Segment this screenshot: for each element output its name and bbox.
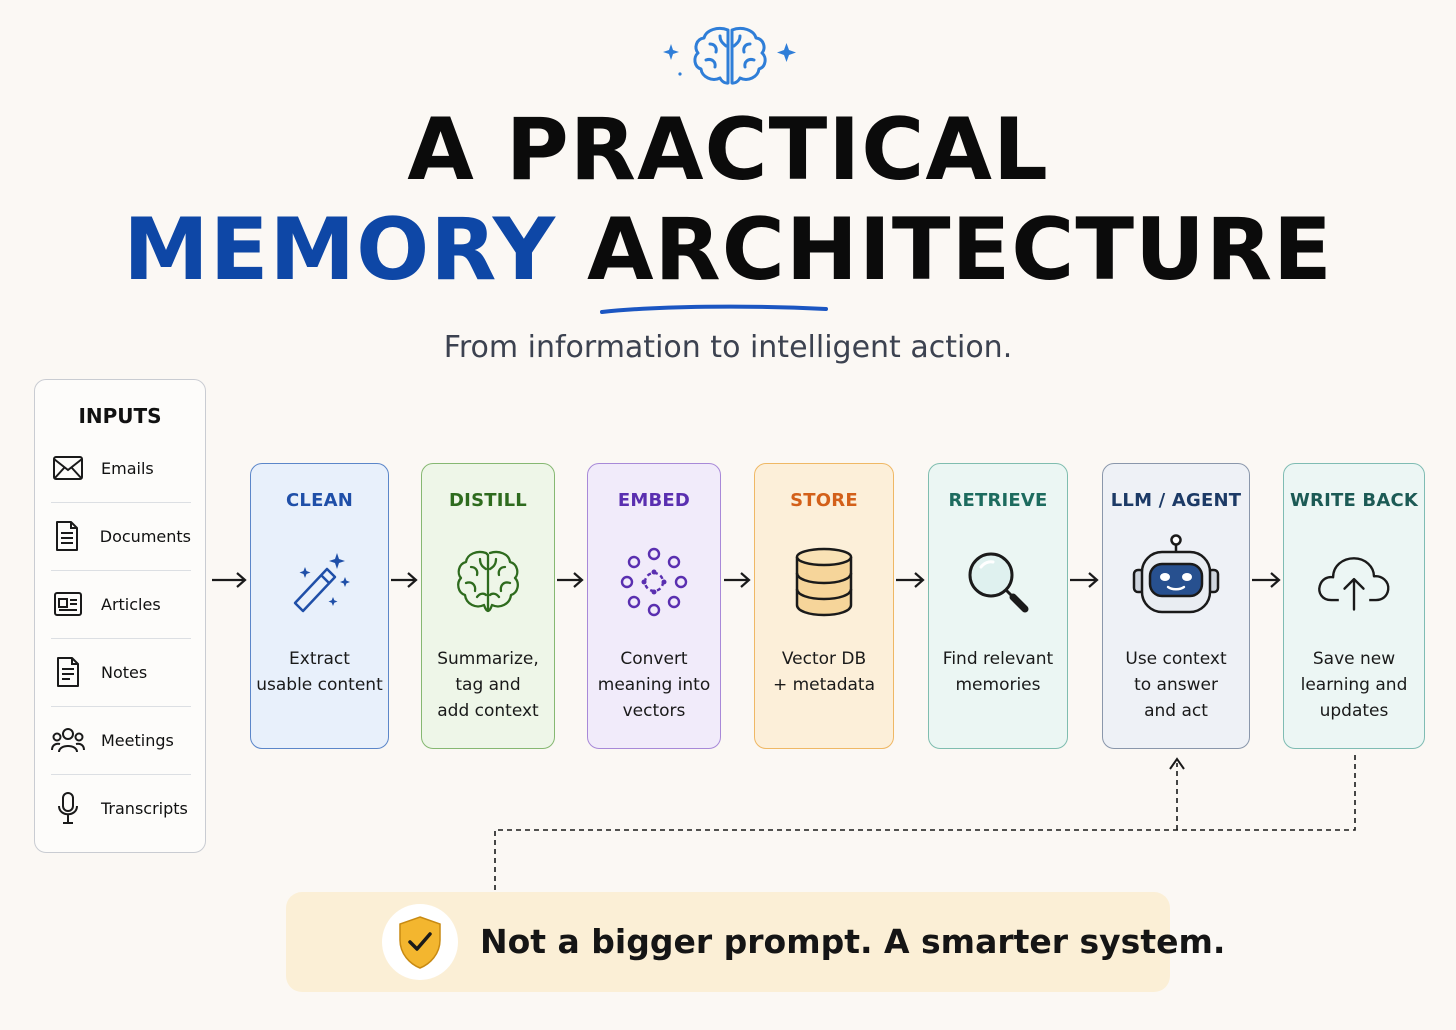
feedback-loop-connector (494, 755, 1356, 890)
flow-arrow (1252, 572, 1281, 588)
tagline-text: Not a bigger prompt. A smarter system. (480, 922, 1226, 961)
brain-sparkle-icon (663, 26, 796, 85)
stage-description: Vector DB + metadata (755, 646, 893, 698)
input-label: Transcripts (101, 798, 188, 818)
desc-line: Save new (1312, 649, 1396, 669)
input-label: Notes (101, 662, 148, 682)
stage-title: EMBED (617, 490, 691, 511)
desc-line: updates (1319, 701, 1389, 721)
magic-wand-icon (282, 544, 358, 620)
brain-icon (450, 544, 526, 620)
magnifier-icon (960, 544, 1036, 620)
flow-arrow (1070, 572, 1099, 588)
microphone-icon (51, 791, 85, 825)
document-icon (51, 519, 84, 553)
people-icon (51, 723, 85, 757)
desc-line: Extract (289, 649, 350, 669)
database-icon (786, 544, 862, 620)
input-item-transcripts: Transcripts (51, 774, 191, 842)
input-item-documents: Documents (51, 502, 191, 571)
desc-line: add context (437, 701, 539, 721)
article-icon (51, 587, 85, 621)
title-underline (600, 304, 828, 314)
stage-title: DISTILL (449, 490, 527, 511)
input-item-emails: Emails (51, 434, 191, 503)
desc-line: usable content (256, 675, 383, 695)
desc-line: Find relevant (942, 649, 1054, 669)
input-label: Meetings (101, 730, 174, 750)
stage-write-back: WRITE BACK Save new learning and updates (1283, 463, 1425, 749)
input-item-notes: Notes (51, 638, 191, 707)
flow-arrow (724, 572, 751, 588)
subtitle: From information to intelligent action. (443, 330, 1013, 365)
envelope-icon (51, 451, 85, 485)
inputs-title: INPUTS (78, 404, 162, 428)
stage-distill: DISTILL Summarize, tag and add context (421, 463, 555, 749)
input-label: Documents (99, 526, 191, 546)
page-title-line-1: A PRACTICAL (407, 100, 1049, 200)
desc-line: Summarize, (437, 649, 539, 669)
stage-description: Extract usable content (251, 646, 388, 698)
cloud-upload-icon (1316, 544, 1392, 620)
stage-embed: EMBED Convert meaning into vectors (587, 463, 721, 749)
stage-store: STORE Vector DB + metadata (754, 463, 894, 749)
desc-line: Vector DB (781, 649, 867, 669)
stage-title: WRITE BACK (1289, 490, 1419, 511)
input-item-meetings: Meetings (51, 706, 191, 775)
input-item-articles: Articles (51, 570, 191, 639)
title-highlight: MEMORY (123, 200, 556, 300)
stage-description: Use context to answer and act (1103, 646, 1249, 724)
desc-line: vectors (622, 701, 686, 721)
input-label: Emails (101, 458, 154, 478)
stage-description: Find relevant memories (929, 646, 1067, 698)
robot-icon (1130, 534, 1222, 620)
stage-title: CLEAN (286, 490, 353, 511)
stage-retrieve: RETRIEVE Find relevant memories (928, 463, 1068, 749)
desc-line: tag and (455, 675, 521, 695)
desc-line: Use context (1125, 649, 1227, 669)
shield-check-icon (382, 904, 458, 980)
flow-arrow (391, 572, 418, 588)
desc-line: meaning into (597, 675, 711, 695)
stage-description: Summarize, tag and add context (422, 646, 554, 724)
notes-icon (51, 655, 85, 689)
stage-title: STORE (790, 490, 858, 511)
stage-title: RETRIEVE (948, 490, 1048, 511)
desc-line: Convert (620, 649, 688, 669)
inputs-panel: INPUTS Emails Documents Articles Notes M… (34, 379, 206, 853)
desc-line: memories (955, 675, 1041, 695)
page-title-line-2: MEMORY ARCHITECTURE (0, 198, 1456, 302)
flow-arrow (557, 572, 584, 588)
stage-description: Convert meaning into vectors (588, 646, 720, 724)
stage-clean: CLEAN Extract usable content (250, 463, 389, 749)
flow-arrow (212, 572, 247, 588)
title-rest: ARCHITECTURE (586, 200, 1333, 300)
tagline-banner: Not a bigger prompt. A smarter system. (286, 892, 1225, 992)
flow-arrow (896, 572, 925, 588)
stage-llm-agent: LLM / AGENT Use context to answer and act (1102, 463, 1250, 749)
desc-line: + metadata (772, 675, 876, 695)
vector-dots-icon (616, 544, 692, 620)
desc-line: and act (1144, 701, 1208, 721)
stage-description: Save new learning and updates (1284, 646, 1424, 724)
stage-title: LLM / AGENT (1110, 490, 1242, 511)
desc-line: to answer (1134, 675, 1218, 695)
input-label: Articles (101, 594, 161, 614)
desc-line: learning and (1300, 675, 1408, 695)
